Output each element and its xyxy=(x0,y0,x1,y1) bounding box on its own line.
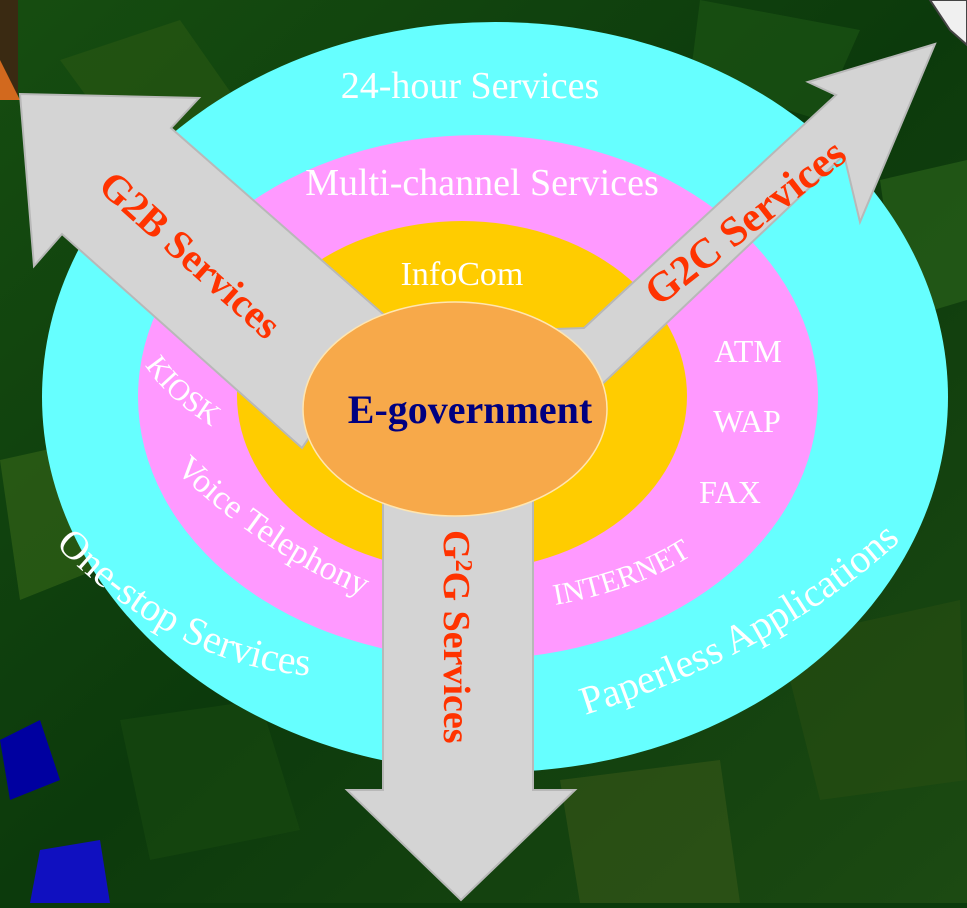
g2g-number: 2 xyxy=(450,560,476,572)
g2g-prefix: G xyxy=(435,530,477,560)
label-fax: FAX xyxy=(699,474,761,510)
label-infocom: InfoCom xyxy=(401,256,524,293)
center-ellipse xyxy=(302,301,608,517)
label-multi-channel-services: Multi-channel Services xyxy=(305,162,659,204)
svg-text:G2G Services: G2G Services xyxy=(435,530,477,744)
g2g-label: G2G Services xyxy=(435,530,477,744)
g2g-suffix: G Services xyxy=(435,572,477,744)
g2g-arrow: G2G Services xyxy=(344,439,578,902)
label-atm: ATM xyxy=(714,333,782,369)
label-24-hour-services: 24-hour Services xyxy=(341,65,600,107)
label-wap: WAP xyxy=(713,403,781,439)
center-label: E-government xyxy=(348,387,593,432)
